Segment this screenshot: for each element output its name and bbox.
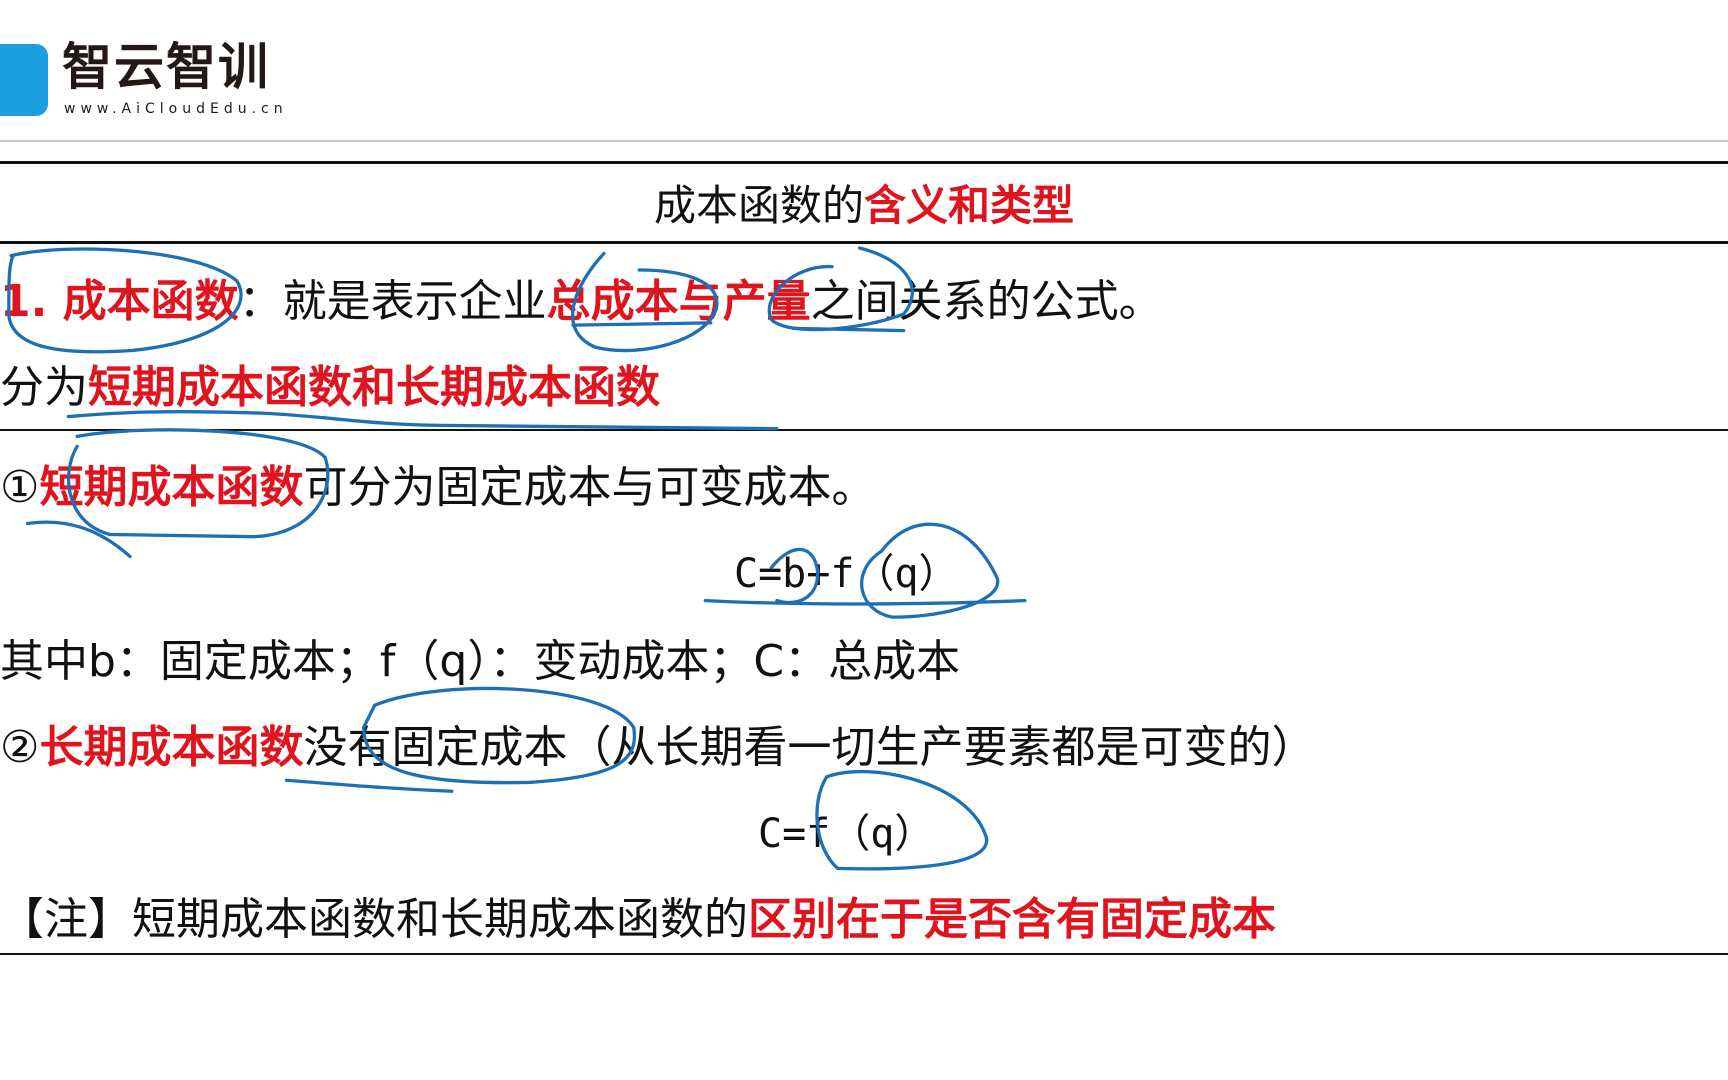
ink-underline-classification bbox=[66, 410, 779, 431]
text: 没有固定成本（从长期看一切生产要素都是可变的） bbox=[303, 722, 1316, 773]
page-title: 成本函数的含义和类型 bbox=[0, 180, 1728, 232]
long-run-line: ②长期成本函数没有固定成本（从长期看一切生产要素都是可变的） bbox=[0, 722, 1315, 774]
ink-underline-long-run bbox=[284, 778, 454, 793]
title-text: 成本函数的 bbox=[653, 181, 864, 230]
term: 1. 成本函数 bbox=[0, 276, 239, 327]
table-top-border bbox=[0, 161, 1728, 164]
title-divider bbox=[0, 241, 1728, 244]
emphasis: 区别在于是否含有固定成本 bbox=[748, 894, 1276, 945]
definition-line: 1. 成本函数：就是表示企业总成本与产量之间关系的公式。 bbox=[0, 276, 1163, 328]
header-divider bbox=[0, 140, 1728, 142]
ink-underline-formula1 bbox=[703, 598, 1027, 606]
emphasis: 短期成本函数 bbox=[39, 462, 304, 513]
text: 之间关系的公式。 bbox=[810, 276, 1163, 327]
logo-name: 智云智训 bbox=[62, 38, 270, 96]
short-run-line: ①短期成本函数可分为固定成本与可变成本。 bbox=[0, 462, 875, 514]
number: ② bbox=[0, 722, 40, 773]
logo-icon bbox=[0, 44, 48, 116]
text: ：就是表示企业 bbox=[238, 276, 547, 327]
section-divider bbox=[0, 429, 1728, 431]
logo-url: www.AiCloudEdu.cn bbox=[64, 101, 288, 117]
formula-short-run: C=b+f（q） bbox=[734, 551, 959, 597]
emphasis: 短期成本函数和长期成本函数 bbox=[88, 362, 660, 413]
formula-long-run: C=f（q） bbox=[758, 811, 935, 857]
text: 可分为固定成本与可变成本。 bbox=[303, 462, 876, 513]
table-bottom-border bbox=[0, 953, 1728, 955]
text: 分为 bbox=[0, 362, 88, 413]
text: 【注】短期成本函数和长期成本函数的 bbox=[0, 894, 748, 945]
title-emphasis: 含义和类型 bbox=[864, 181, 1075, 230]
note-line: 【注】短期成本函数和长期成本函数的区别在于是否含有固定成本 bbox=[0, 894, 1276, 946]
classification-line: 分为短期成本函数和长期成本函数 bbox=[0, 362, 660, 414]
ink-underline-output bbox=[791, 326, 906, 333]
number: ① bbox=[0, 462, 40, 513]
variable-definitions: 其中b：固定成本；f（q）：变动成本；C：总成本 bbox=[0, 636, 961, 687]
emphasis: 长期成本函数 bbox=[39, 722, 304, 773]
emphasis: 总成本与产量 bbox=[546, 276, 811, 327]
